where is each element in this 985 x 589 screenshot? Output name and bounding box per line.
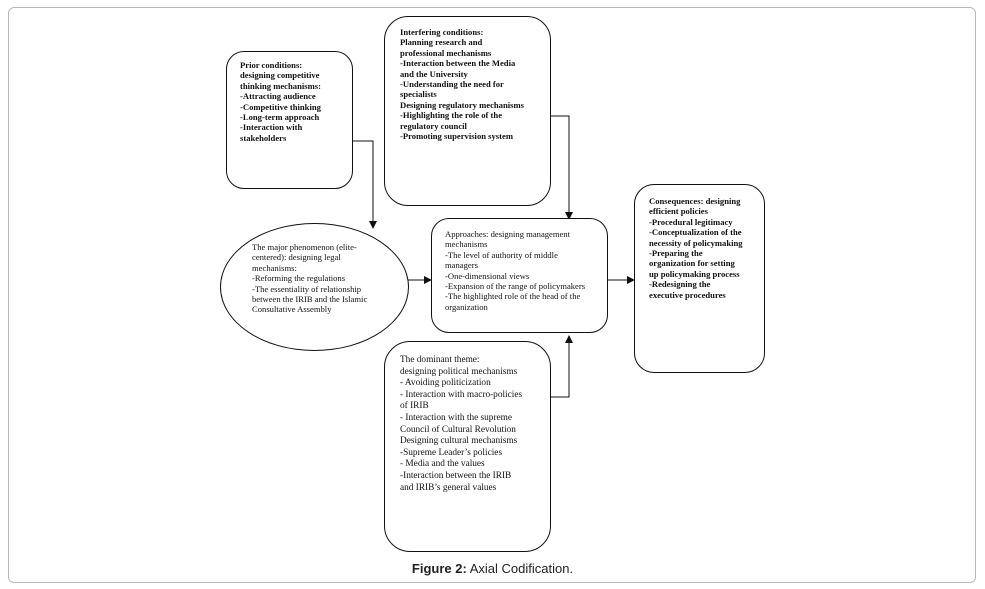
- figure-frame: [8, 7, 976, 583]
- arrow-interfering-to-approaches: [550, 115, 573, 220]
- interfering-conditions-box: Interfering conditions: Planning researc…: [384, 16, 551, 206]
- prior-conditions-box: Prior conditions: designing competitive …: [226, 51, 353, 189]
- dominant-theme-box: The dominant theme: designing political …: [384, 341, 551, 552]
- dominant-theme-text: The dominant theme: designing political …: [400, 355, 523, 493]
- caption-label: Figure 2:: [411, 561, 467, 576]
- approaches-text: Approaches: designing management mechani…: [445, 229, 586, 312]
- interfering-conditions-text: Interfering conditions: Planning researc…: [400, 27, 524, 142]
- prior-conditions-text: Prior conditions: designing competitive …: [240, 60, 321, 143]
- major-phenomenon-ellipse: The major phenomenon (elite- centered): …: [220, 223, 409, 351]
- arrow-prior-to-phenomenon: [352, 140, 377, 229]
- major-phenomenon-text: The major phenomenon (elite- centered): …: [252, 242, 368, 315]
- caption-text: Axial Codification.: [466, 561, 574, 576]
- arrow-dominant-to-approaches: [550, 335, 573, 398]
- consequences-text: Consequences: designing efficient polici…: [649, 196, 743, 300]
- approaches-box: Approaches: designing management mechani…: [431, 218, 608, 333]
- consequences-box: Consequences: designing efficient polici…: [634, 184, 765, 373]
- figure-caption: Figure 2: Axial Codification.: [0, 561, 985, 576]
